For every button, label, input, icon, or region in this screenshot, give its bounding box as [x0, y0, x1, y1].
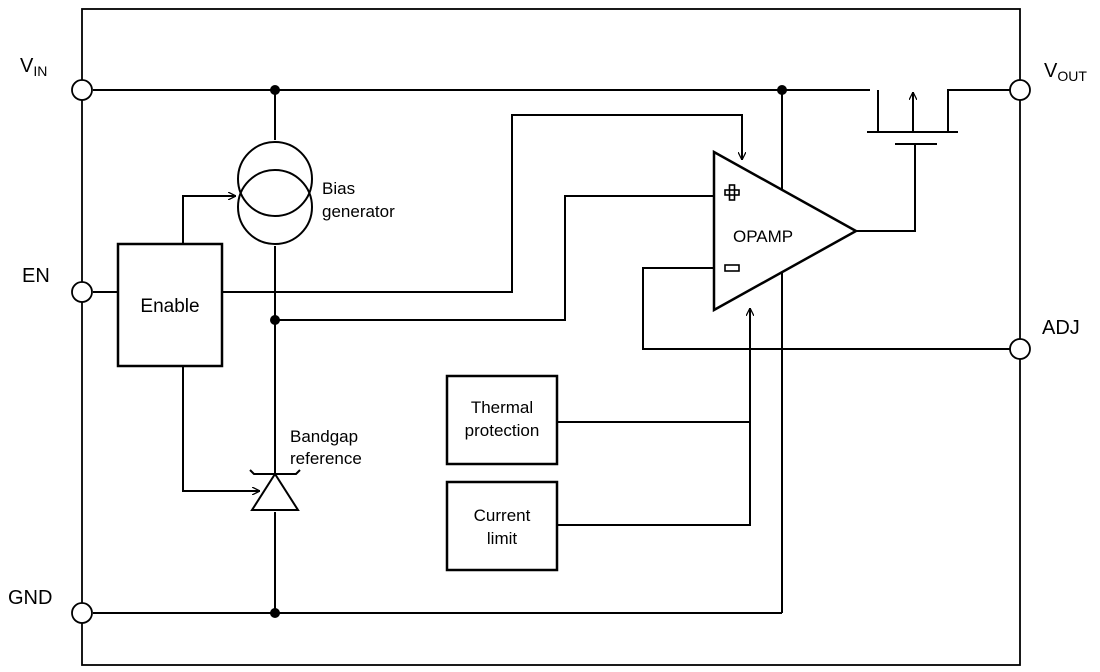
vin-pin: [71, 79, 93, 101]
bias-generator-symbol: [237, 141, 313, 245]
enable-label: Enable: [140, 296, 199, 317]
thermal-label-line1: Thermal: [471, 398, 533, 417]
thermal-label-line2: protection: [465, 421, 540, 440]
opamp-label: OPAMP: [733, 227, 793, 246]
gnd-pin: [71, 602, 93, 624]
wiring: [93, 89, 1010, 614]
junction-dot: [270, 608, 280, 618]
junctions: [270, 85, 787, 618]
package-outline: [81, 8, 1021, 666]
current-label-line2: limit: [487, 529, 517, 548]
pass-mosfet: [867, 90, 958, 145]
bias-label-line1: Bias: [322, 179, 355, 198]
adj-pin: [1009, 338, 1031, 360]
en-pin-label: EN: [22, 265, 50, 287]
current-limit-block: [445, 480, 559, 572]
opamp-triangle: [712, 149, 859, 313]
bandgap-label-line1: Bandgap: [290, 427, 358, 446]
opamp-minus-sign: [724, 264, 740, 272]
bias-label-line2: generator: [322, 202, 395, 221]
bandgap-zener-symbol: [249, 469, 301, 511]
enable-block: [116, 242, 224, 368]
junction-dot: [270, 85, 280, 95]
en-pin: [71, 281, 93, 303]
current-label-line1: Current: [474, 506, 531, 525]
opamp-plus-sign: [724, 184, 740, 201]
junction-dot: [270, 315, 280, 325]
gnd-pin-label: GND: [8, 587, 52, 609]
vin-pin-label: VIN: [20, 55, 47, 79]
vout-pin-label: VOUT: [1044, 60, 1087, 84]
adj-pin-label: ADJ: [1042, 317, 1080, 339]
vout-pin: [1009, 79, 1031, 101]
bandgap-label-line2: reference: [290, 449, 362, 468]
thermal-protection-block: [445, 374, 559, 466]
junction-dot: [777, 85, 787, 95]
